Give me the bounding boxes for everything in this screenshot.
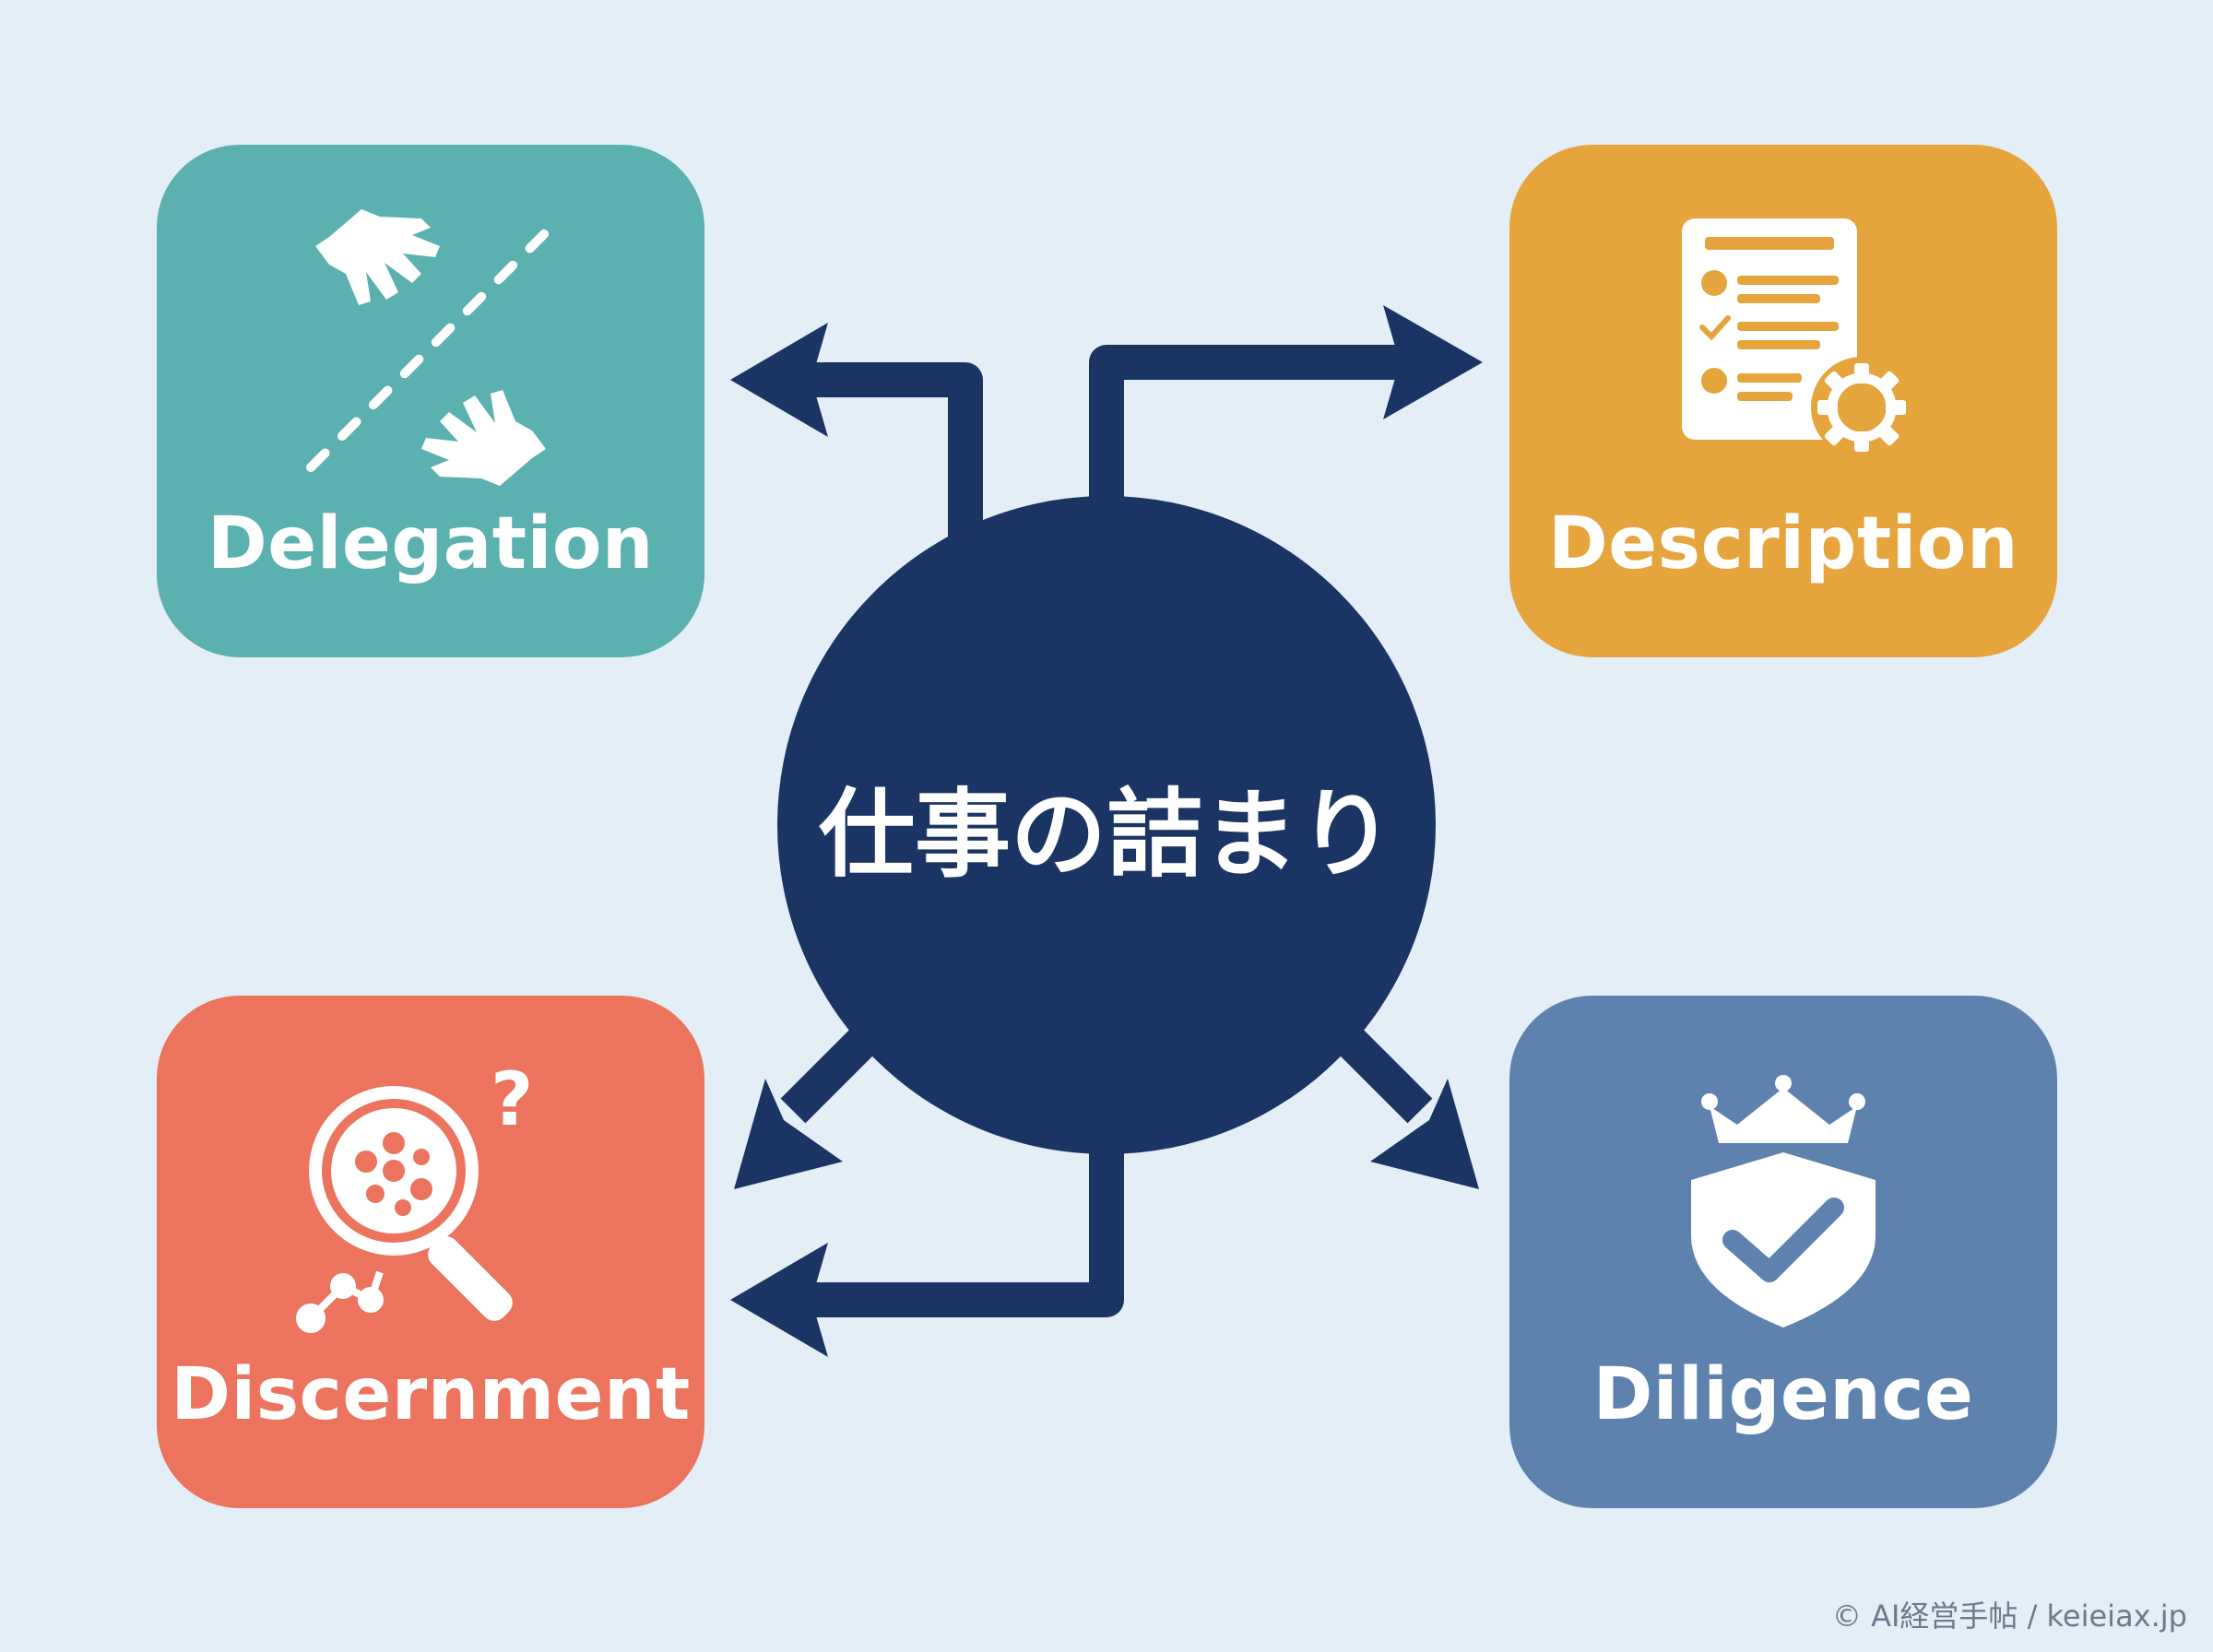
connector-arrows bbox=[730, 305, 1483, 1357]
arrowhead-discernment-diagonal bbox=[734, 1079, 843, 1189]
arrow-to-discernment-diagonal bbox=[780, 1020, 884, 1124]
description-card: Description bbox=[1509, 145, 2057, 657]
diligence-card: Diligence bbox=[1509, 996, 2057, 1508]
hub-circle bbox=[777, 496, 1436, 1154]
delegation-label: Delegation bbox=[207, 502, 654, 585]
discernment-card: ? Discernment bbox=[157, 996, 704, 1508]
discernment-label: Discernment bbox=[171, 1353, 691, 1436]
arrow-to-delegation bbox=[807, 362, 983, 539]
magnifier-question-icon: ? bbox=[296, 1069, 533, 1333]
arrowhead-delegation bbox=[730, 323, 828, 437]
arrow-to-diligence bbox=[1329, 1020, 1433, 1124]
arrowhead-description bbox=[1383, 305, 1483, 419]
diligence-label: Diligence bbox=[1592, 1353, 1974, 1436]
hub-title: 仕事の詰まり bbox=[818, 777, 1394, 891]
delegation-card: Delegation bbox=[157, 145, 704, 657]
crowned-shield-check-icon bbox=[1691, 1075, 1876, 1328]
arrow-to-description bbox=[1089, 345, 1411, 512]
svg-text:?: ? bbox=[491, 1069, 533, 1142]
document-gear-icon bbox=[1682, 218, 1912, 458]
arrowhead-discernment-elbow bbox=[730, 1243, 828, 1357]
handoff-hands-icon bbox=[306, 209, 555, 486]
arrow-to-discernment-elbow bbox=[802, 1143, 1124, 1317]
description-label: Description bbox=[1548, 502, 2018, 585]
arrowhead-diligence bbox=[1370, 1079, 1479, 1189]
copyright-credit: © AI経営手帖 / keieiax.jp bbox=[1831, 1599, 2187, 1634]
